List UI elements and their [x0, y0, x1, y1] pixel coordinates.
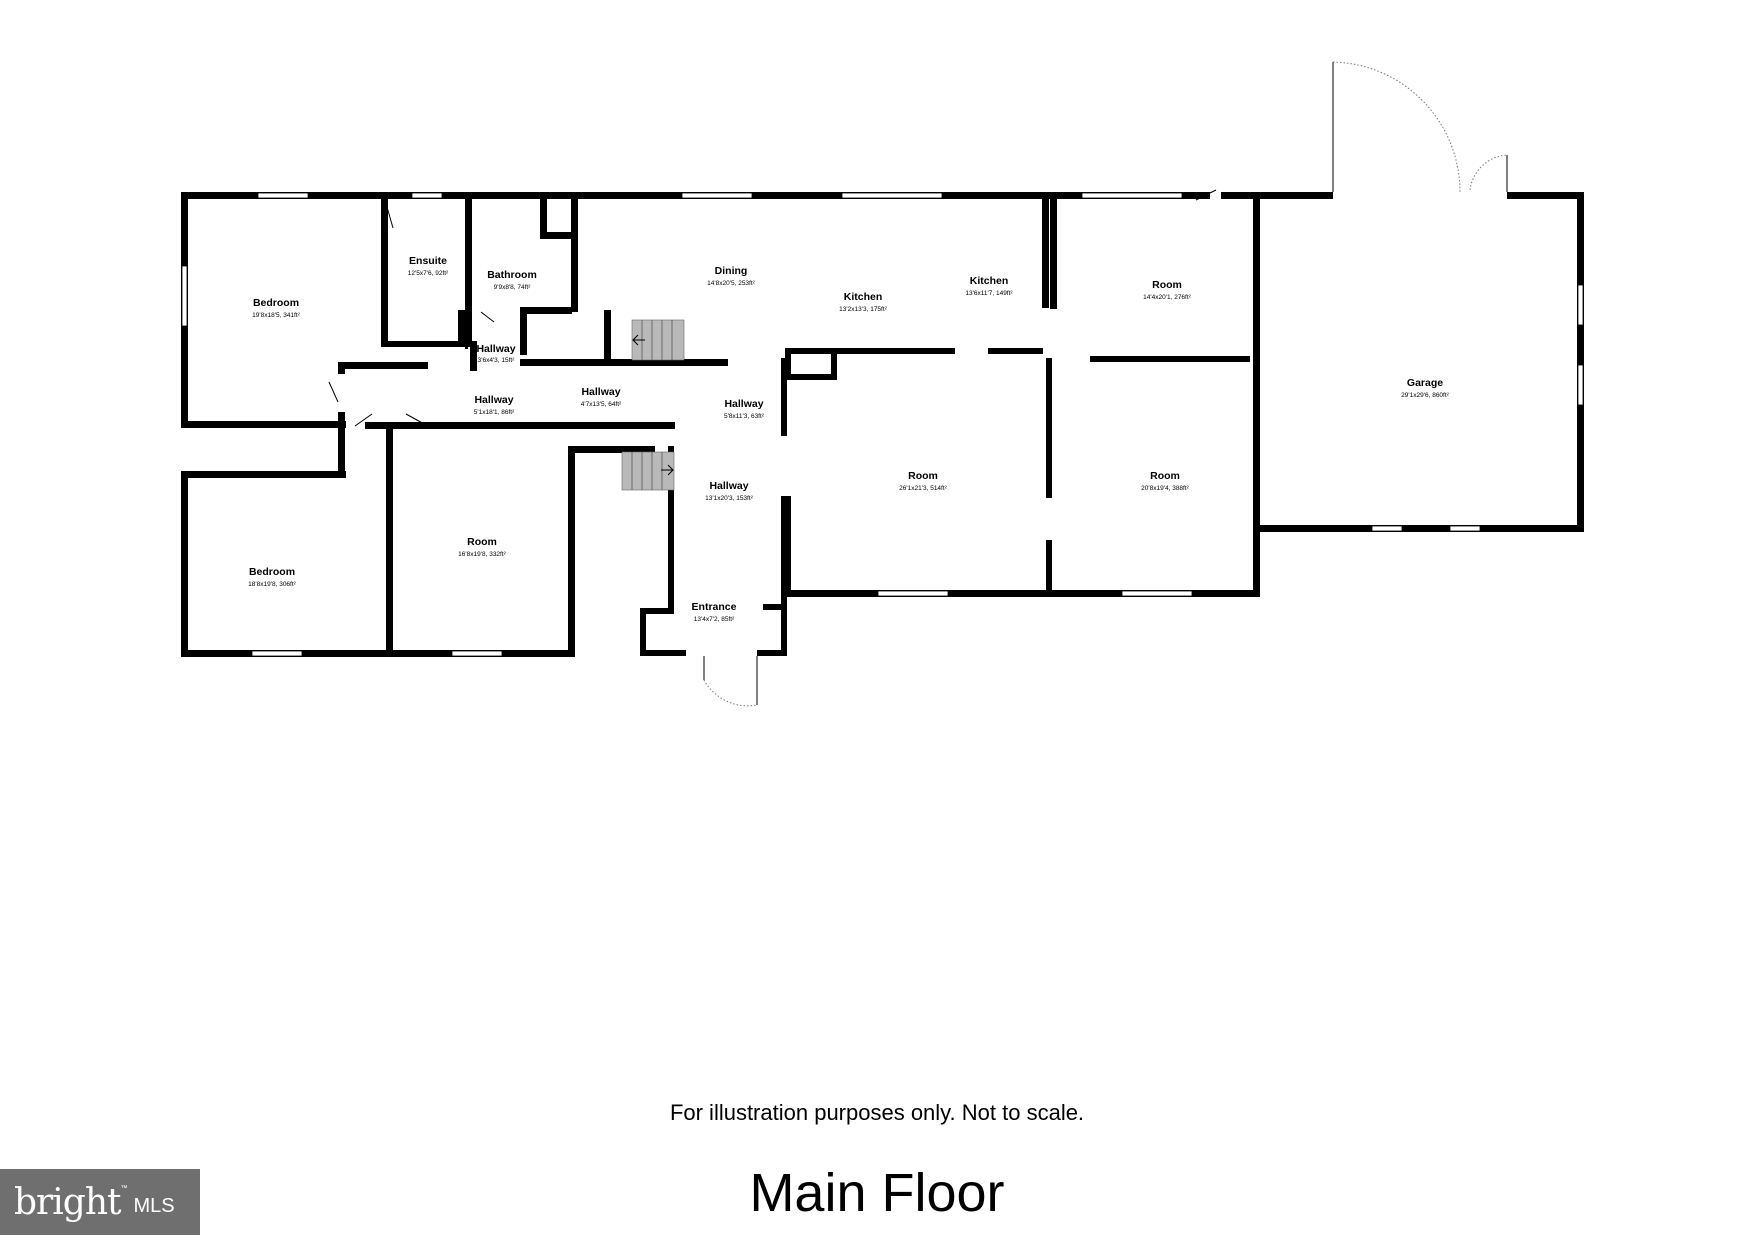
stairs-lower: [621, 451, 675, 491]
room-label-kitchen-2: Kitchen 13'6x11'7, 149ft²: [965, 275, 1013, 297]
room-dims: 13'6x11'7, 149ft²: [965, 290, 1013, 297]
disclaimer-text: For illustration purposes only. Not to s…: [669, 1100, 1085, 1125]
room-name: Entrance: [692, 601, 737, 613]
room-name: Room: [1152, 279, 1182, 291]
room-dims: 13'4x7'2, 85ft²: [694, 616, 735, 623]
logo-wordmark: bright: [14, 1181, 121, 1223]
room-dims: 13'1x20'3, 153ft²: [705, 495, 753, 502]
room-dims: 26'1x21'3, 514ft²: [899, 485, 947, 492]
room-name: Hallway: [709, 480, 748, 492]
doors: [328, 61, 1508, 707]
room-label-room-center: Room 26'1x21'3, 514ft²: [899, 470, 947, 492]
room-name: Bathroom: [487, 269, 537, 281]
walls: [181, 192, 1584, 657]
room-dims: 16'8x19'8, 332ft²: [458, 551, 506, 558]
room-name: Dining: [715, 265, 748, 277]
room-name: Hallway: [581, 386, 620, 398]
room-name: Bedroom: [249, 566, 295, 578]
room-name: Garage: [1407, 377, 1443, 389]
logo-trademark: ™: [120, 1184, 128, 1192]
room-dims: 9'9x8'8, 74ft²: [494, 284, 532, 291]
room-dims: 18'8x19'8, 306ft²: [248, 581, 296, 588]
room-name: Room: [467, 536, 497, 548]
room-label-bedroom-2: Bedroom 18'8x19'8, 306ft²: [248, 566, 296, 588]
room-dims: 5'1x18'1, 86ft²: [474, 409, 515, 416]
room-label-room-sw: Room 16'8x19'8, 332ft²: [458, 536, 506, 558]
room-name: Ensuite: [409, 255, 447, 267]
logo-suffix: MLS: [133, 1194, 175, 1217]
room-label-garage: Garage 29'1x29'6, 860ft²: [1401, 377, 1449, 399]
room-name: Room: [1150, 470, 1180, 482]
room-label-hallway-west: Hallway 5'1x18'1, 86ft²: [474, 394, 515, 416]
room-dims: 13'2x13'3, 175ft²: [839, 306, 887, 313]
room-label-bedroom-1: Bedroom 19'8x18'5, 341ft²: [252, 297, 300, 319]
room-label-entrance: Entrance 13'4x7'2, 85ft²: [692, 601, 737, 623]
room-label-hallway-mid: Hallway 4'7x13'5, 64ft²: [581, 386, 622, 408]
room-label-room-se: Room 20'8x19'4, 388ft²: [1141, 470, 1189, 492]
room-name: Kitchen: [970, 275, 1009, 287]
room-dims: 14'8x20'5, 253ft²: [707, 280, 755, 287]
room-label-ensuite: Ensuite 12'5x7'6, 92ft²: [408, 255, 449, 277]
room-dims: 29'1x29'6, 860ft²: [1401, 392, 1449, 399]
floor-title: Main Floor: [749, 1163, 1005, 1223]
room-dims: 3'6x4'3, 15ft²: [478, 357, 516, 364]
room-dims: 4'7x13'5, 64ft²: [581, 401, 622, 408]
room-dims: 5'8x11'3, 63ft²: [724, 413, 765, 420]
bright-mls-logo: bright ™ MLS: [0, 1169, 200, 1235]
room-label-hallway-east: Hallway 5'8x11'3, 63ft²: [724, 398, 765, 420]
room-label-kitchen-1: Kitchen 13'2x13'3, 175ft²: [839, 291, 887, 313]
room-label-hallway-small: Hallway 3'6x4'3, 15ft²: [476, 343, 515, 364]
room-label-dining: Dining 14'8x20'5, 253ft²: [707, 265, 755, 287]
room-dims: 14'4x20'1, 276ft²: [1143, 294, 1191, 301]
room-label-bathroom: Bathroom 9'9x8'8, 74ft²: [487, 269, 537, 291]
windows: [181, 192, 1584, 657]
room-labels: Bedroom 19'8x18'5, 341ft² Ensuite 12'5x7…: [248, 255, 1449, 623]
room-label-hallway-south: Hallway 13'1x20'3, 153ft²: [705, 480, 753, 502]
room-name: Hallway: [474, 394, 513, 406]
room-name: Hallway: [724, 398, 763, 410]
stairs-upper: [631, 319, 685, 361]
room-name: Bedroom: [253, 297, 299, 309]
room-dims: 12'5x7'6, 92ft²: [408, 270, 449, 277]
room-name: Hallway: [476, 343, 515, 355]
room-name: Kitchen: [844, 291, 883, 303]
room-dims: 20'8x19'4, 388ft²: [1141, 485, 1189, 492]
room-name: Room: [908, 470, 938, 482]
room-label-room-ne: Room 14'4x20'1, 276ft²: [1143, 279, 1191, 301]
room-dims: 19'8x18'5, 341ft²: [252, 312, 300, 319]
